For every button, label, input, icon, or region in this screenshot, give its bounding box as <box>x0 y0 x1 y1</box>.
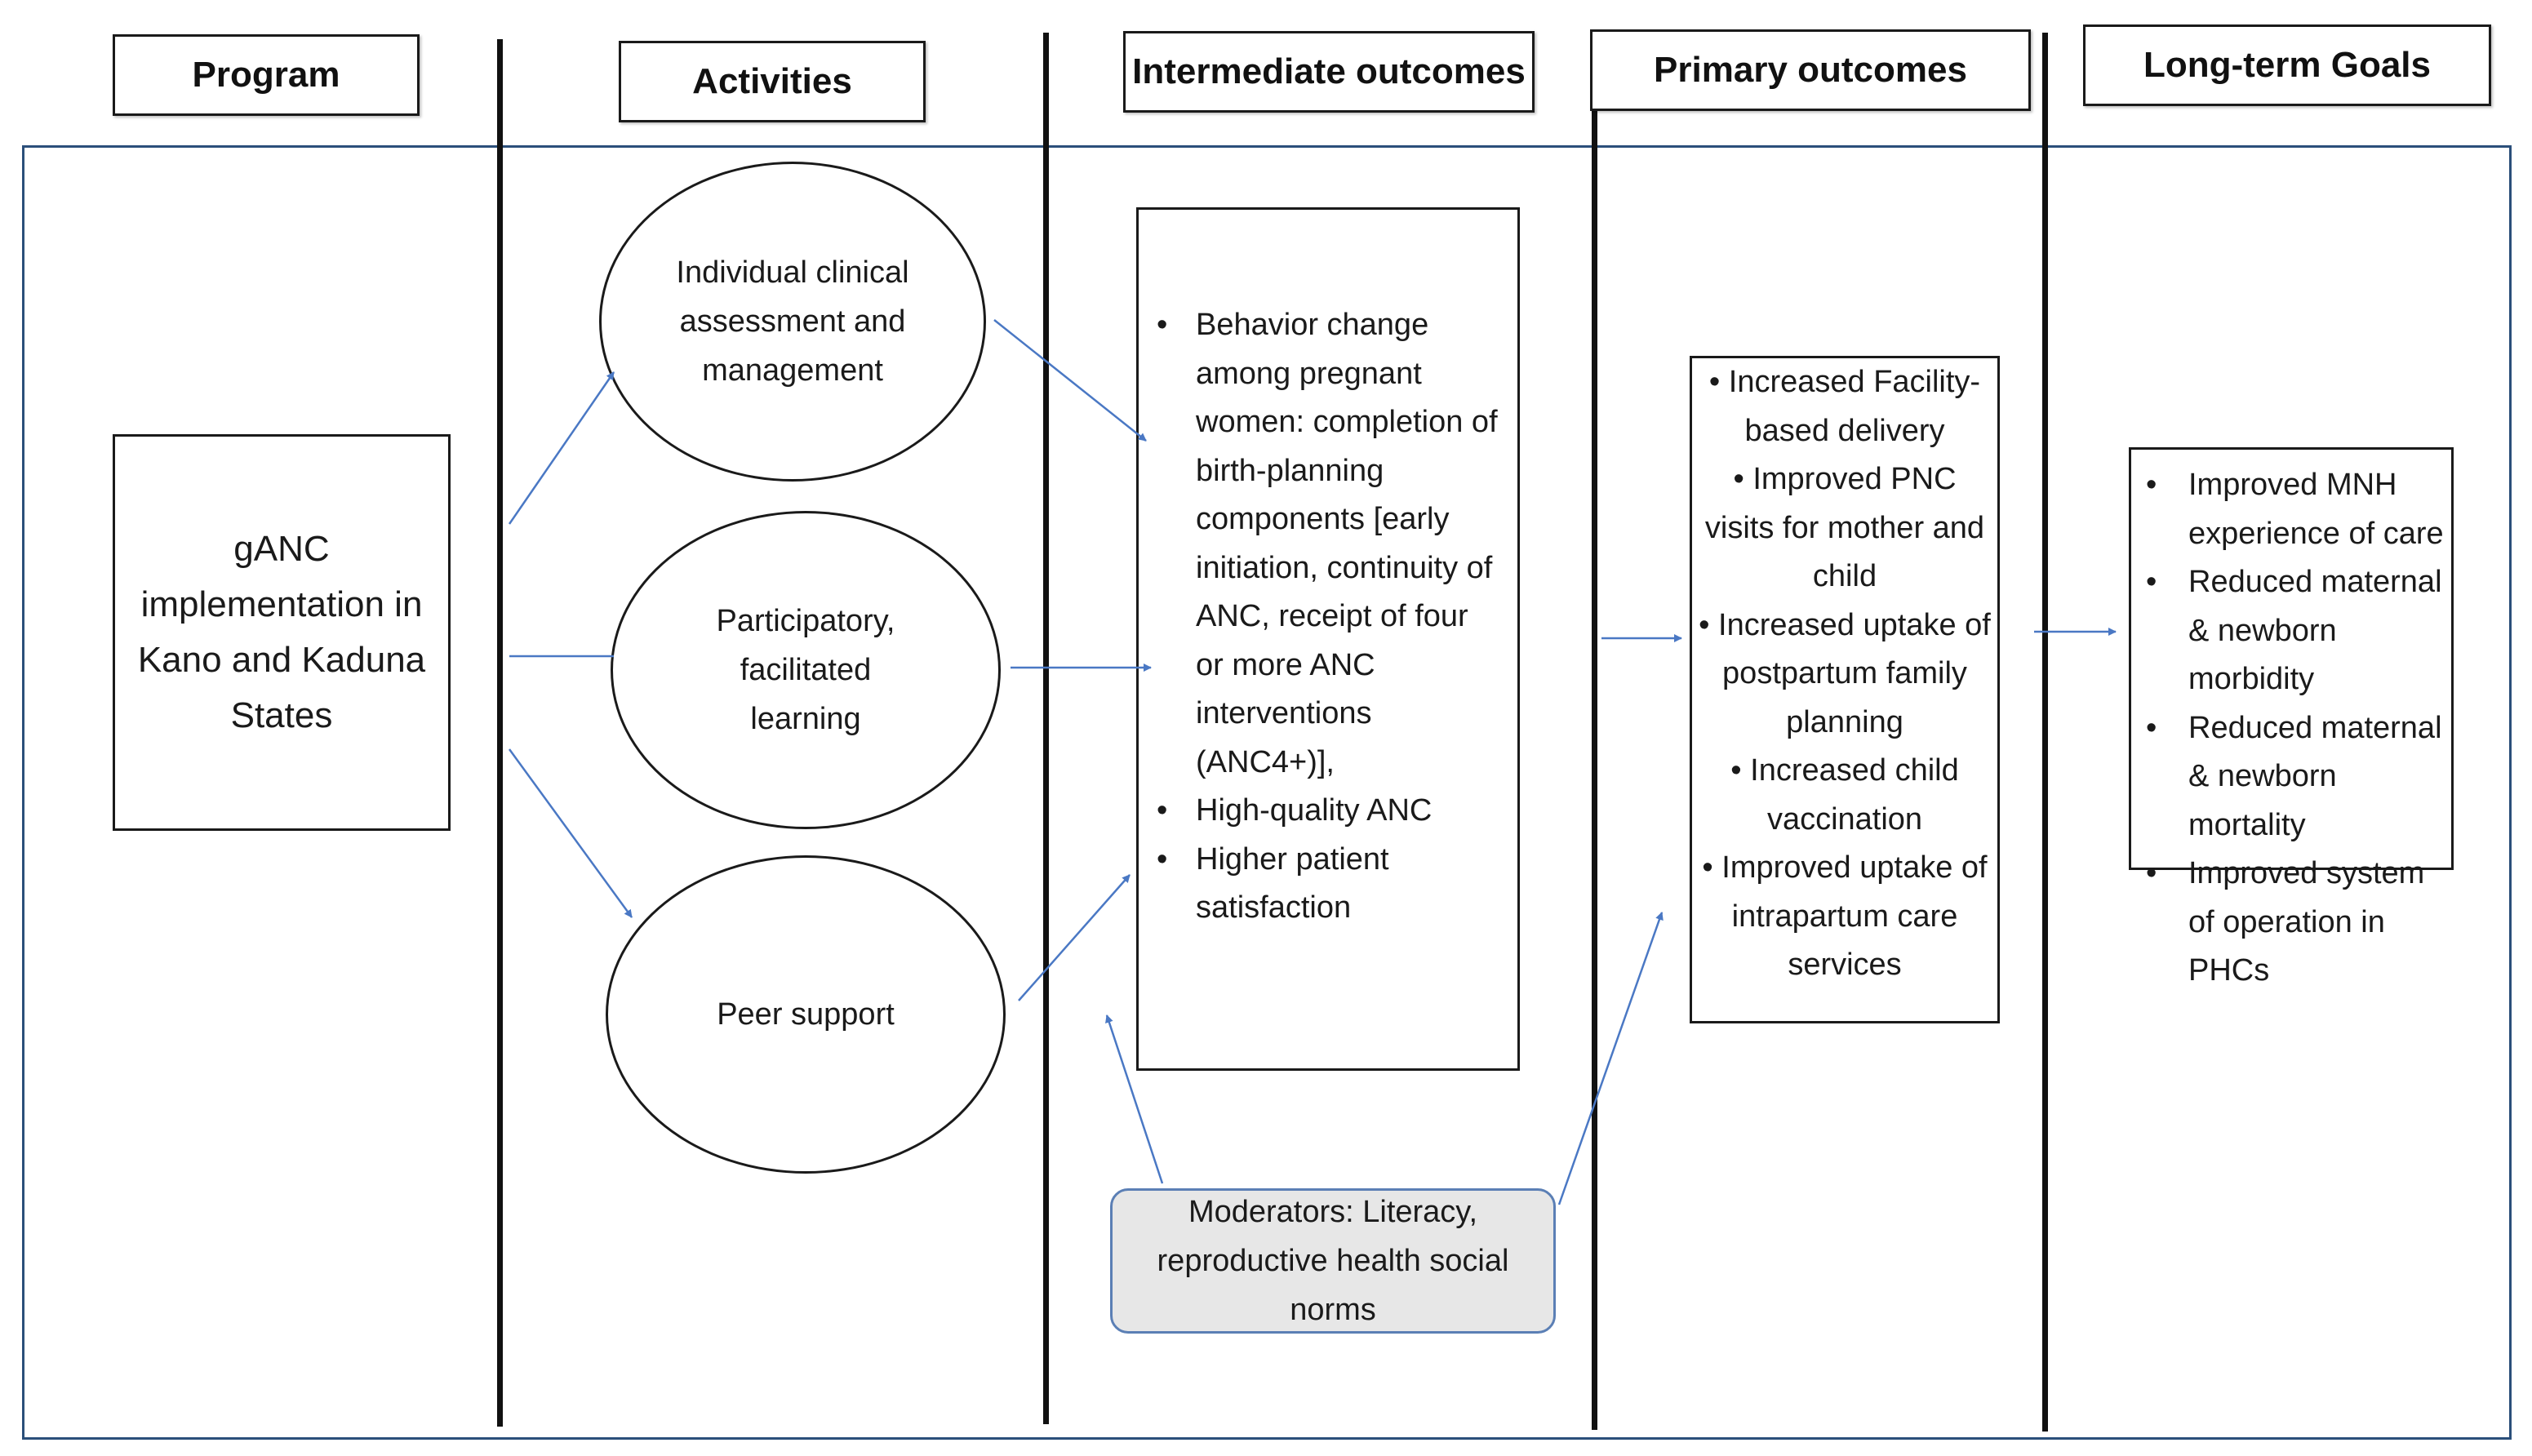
moderators-text: Moderators: Literacy, reproductive healt… <box>1157 1195 1509 1327</box>
list-item: •Behavior change among pregnant women: c… <box>1157 308 1498 779</box>
list-item: •Improved MNH experience of care <box>2146 468 2444 551</box>
long-term-goals-list: •Improved MNH experience of care •Reduce… <box>2146 461 2445 996</box>
activity-line: Individual clinical <box>676 255 909 290</box>
activity-line: Participatory, <box>716 604 895 638</box>
arrow-program-to-clinical <box>508 371 615 525</box>
list-item: •Reduced maternal & newborn mortality <box>2146 710 2442 842</box>
activity-line: management <box>702 353 883 388</box>
column-divider-4 <box>2042 33 2048 1432</box>
list-item: •Higher patient satisfaction <box>1157 841 1389 926</box>
list-item: •High-quality ANC <box>1157 793 1433 828</box>
activity-peer-support: Peer support <box>606 855 1006 1174</box>
primary-outcomes-list: • Increased Facility-based delivery • Im… <box>1699 358 1991 990</box>
column-divider-1 <box>497 39 503 1427</box>
list-item: • Increased Facility-based delivery <box>1708 365 1981 448</box>
arrow-peer-to-intermediate <box>1018 874 1131 1001</box>
primary-outcomes-box: • Increased Facility-based delivery • Im… <box>1690 356 2000 1023</box>
activity-line: Peer support <box>717 997 895 1032</box>
activity-line: learning <box>750 702 861 736</box>
program-line: implementation in <box>140 584 423 624</box>
list-item: • Increased uptake of postpartum family … <box>1699 607 1991 739</box>
activity-line: assessment and <box>679 304 906 339</box>
column-divider-2 <box>1043 33 1049 1424</box>
header-activities: Activities <box>619 41 926 122</box>
activity-participatory-learning: Participatory, facilitated learning <box>611 511 1001 829</box>
intermediate-outcomes-list: •Behavior change among pregnant women: c… <box>1157 301 1501 933</box>
column-divider-3 <box>1592 34 1597 1430</box>
list-item: •Improved system of operation in PHCs <box>2146 856 2425 988</box>
list-item: • Improved PNC visits for mother and chi… <box>1704 462 1985 593</box>
moderators-box: Moderators: Literacy, reproductive healt… <box>1110 1188 1556 1334</box>
arrow-moderators-to-primary <box>1557 912 1664 1205</box>
diagram-frame <box>22 145 2512 1440</box>
arrow-clinical-to-intermediate <box>993 319 1147 442</box>
activity-individual-clinical-assessment: Individual clinical assessment and manag… <box>599 162 986 482</box>
header-primary-outcomes: Primary outcomes <box>1590 29 2031 111</box>
list-item: • Improved uptake of intrapartum care se… <box>1702 850 1988 982</box>
arrow-program-to-peer-support <box>508 748 633 918</box>
activity-line: facilitated <box>740 653 872 687</box>
program-box: gANC implementation in Kano and Kaduna S… <box>113 434 451 831</box>
header-long-term-goals: Long-term Goals <box>2083 24 2491 106</box>
header-intermediate-outcomes: Intermediate outcomes <box>1123 31 1535 113</box>
long-term-goals-box: •Improved MNH experience of care •Reduce… <box>2129 447 2454 988</box>
arrow-moderators-to-intermediate <box>1105 1014 1164 1184</box>
program-line: gANC <box>233 529 330 569</box>
list-item: • Increased child vaccination <box>1730 753 1959 837</box>
program-line: States <box>230 695 333 735</box>
list-item: •Reduced maternal & newborn morbidity <box>2146 565 2442 696</box>
program-line: Kano and Kaduna <box>137 640 426 680</box>
intermediate-outcomes-box: •Behavior change among pregnant women: c… <box>1136 207 1520 1071</box>
header-program: Program <box>113 34 420 116</box>
